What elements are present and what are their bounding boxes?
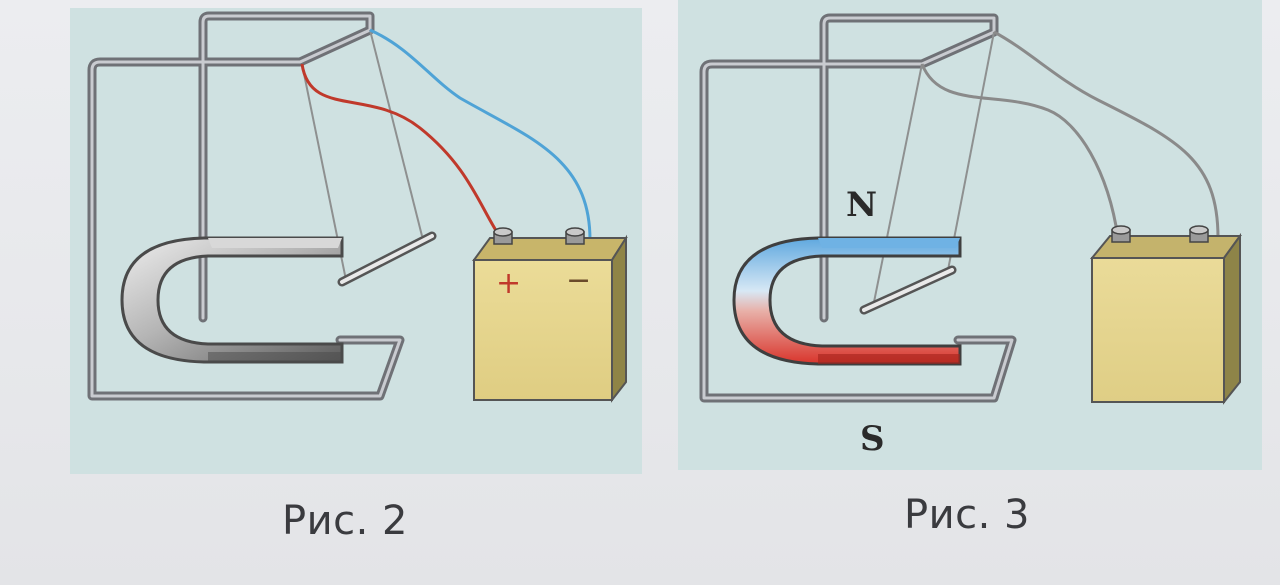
figure-2-caption: Рис. 2	[282, 498, 408, 544]
wire-left	[920, 63, 1120, 239]
battery-minus-sign: −	[566, 263, 591, 298]
conductor-rod	[859, 265, 957, 315]
positive-wire	[300, 63, 504, 241]
horseshoe-magnet	[120, 236, 344, 364]
battery-positive-terminal	[493, 227, 513, 245]
conductor-rod	[337, 231, 437, 287]
battery	[1089, 225, 1242, 405]
figure-3-panel: N S	[678, 0, 1262, 470]
battery: + −	[472, 227, 628, 403]
figure-3-caption: Рис. 3	[904, 492, 1030, 538]
stand-frame	[87, 11, 405, 401]
south-pole-label: S	[860, 419, 885, 459]
battery-left-terminal	[1111, 225, 1131, 243]
suspension-threads	[873, 31, 995, 303]
negative-wire	[369, 28, 592, 241]
figure-2-panel: + −	[70, 8, 642, 474]
wire-right	[993, 30, 1220, 239]
north-pole-label: N	[846, 185, 877, 225]
figure-2-illustration: + −	[87, 11, 628, 403]
battery-right-terminal	[1189, 225, 1209, 243]
stand-frame	[699, 13, 1017, 403]
horseshoe-magnet	[732, 236, 962, 366]
battery-plus-sign: +	[496, 266, 521, 301]
figure-3-illustration: N S	[699, 13, 1242, 459]
battery-negative-terminal	[565, 227, 585, 245]
